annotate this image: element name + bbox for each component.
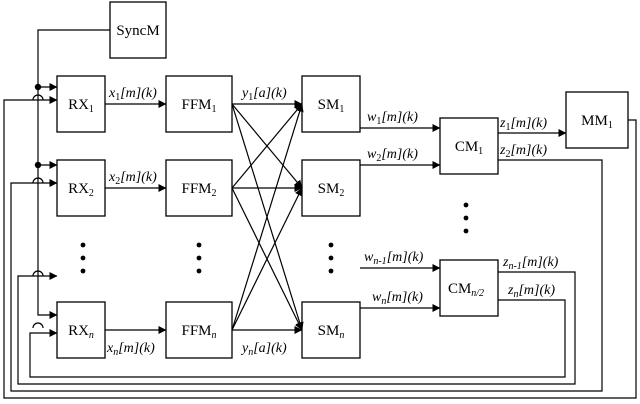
smn-label: SMn (318, 323, 345, 341)
junction-dot (34, 83, 42, 91)
mm1-block: MM1 (565, 91, 629, 149)
cm1-block: CM1 (439, 117, 499, 175)
ellipsis-dots (80, 202, 469, 274)
sm-cm-arrows (360, 124, 441, 312)
signal-label-w1: w1[m](k) (367, 110, 418, 127)
cm1-label: CM1 (455, 139, 483, 157)
cmn2-block: CMn/2 (439, 259, 499, 317)
signal-label-z2: z2[m](k) (499, 143, 547, 160)
cmn2-label: CMn/2 (448, 281, 484, 299)
rx-ffm-arrows (105, 100, 167, 334)
ffm1-block: FFM1 (165, 75, 233, 133)
signal-label-zn: zn[m](k) (507, 283, 555, 300)
rx2-block: RX2 (56, 159, 106, 217)
ffm1-label: FFM1 (181, 97, 216, 115)
signal-label-yn: yn[a](k) (240, 341, 287, 358)
rx2-label: RX2 (68, 181, 94, 199)
ffmn-block: FFMn (165, 301, 233, 359)
signal-label-w2: w2[m](k) (367, 147, 418, 164)
syncm-label: SyncM (116, 23, 159, 39)
sm1-block: SM1 (301, 75, 361, 133)
signal-label-zn-1: zn-1[m](k) (502, 255, 559, 272)
rx1-block: RX1 (56, 75, 106, 133)
signal-label-z1: z1[m](k) (499, 116, 547, 133)
junction-dot (34, 161, 42, 169)
signal-label-wn: wn[m](k) (372, 290, 423, 307)
signal-label-wn-1: wn-1[m](k) (364, 250, 424, 267)
rxn-block: RXn (56, 301, 106, 359)
signal-label-x2: x2[m](k) (108, 170, 157, 187)
crossbar-arrows (231, 100, 304, 334)
mm1-label: MM1 (581, 113, 613, 131)
sm1-label: SM1 (318, 97, 345, 115)
ffm2-label: FFM2 (181, 181, 216, 199)
signal-label-y1: y1[a](k) (240, 86, 287, 103)
sm2-label: SM2 (318, 181, 345, 199)
rx1-label: RX1 (68, 97, 94, 115)
rxn-label: RXn (68, 323, 94, 341)
sm2-block: SM2 (301, 159, 361, 217)
ffm2-block: FFM2 (165, 159, 233, 217)
signal-label-xn: xn[m](k) (106, 341, 155, 358)
feedback-lines (3, 96, 637, 399)
smn-block: SMn (301, 301, 361, 359)
signal-label-x1: x1[m](k) (108, 86, 157, 103)
syncm-block: SyncM (109, 1, 167, 59)
sync-bus (32, 29, 110, 329)
ffmn-label: FFMn (181, 323, 216, 341)
